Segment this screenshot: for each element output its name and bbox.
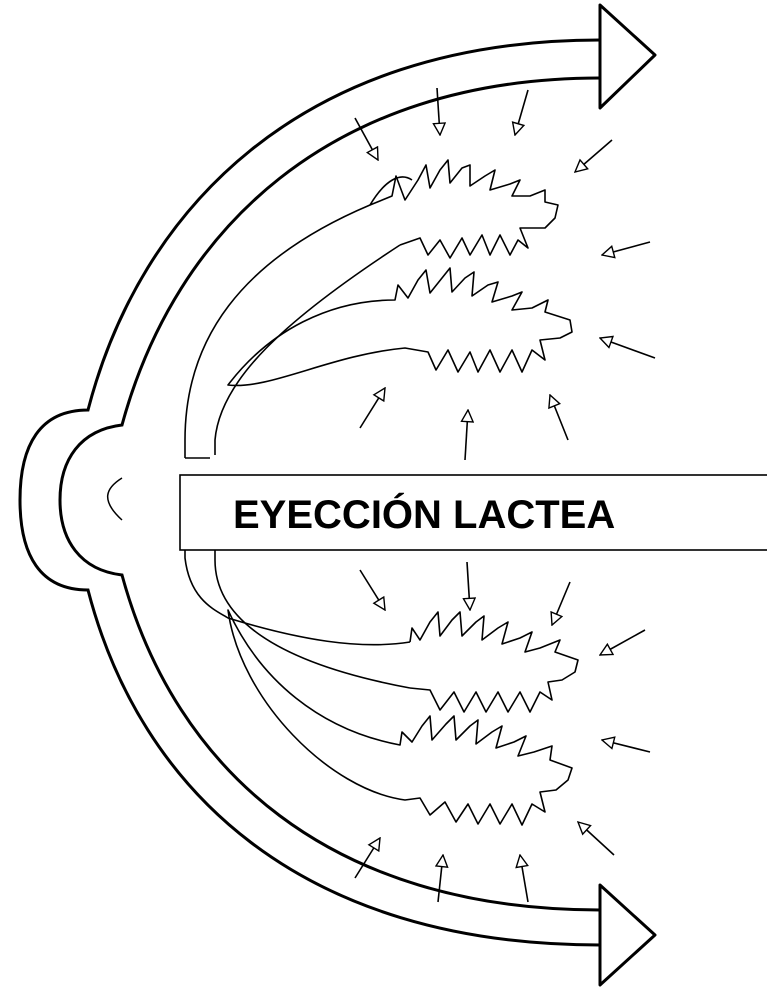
upper-branch: [215, 245, 400, 455]
pressure-arrow-icon: [360, 570, 385, 610]
lower-branch: [215, 545, 410, 688]
lower-lobule-2: [228, 610, 572, 825]
pressure-arrow-icon: [515, 90, 528, 135]
pressure-arrow-icon: [600, 338, 655, 358]
diagram-label: EYECCIÓN LACTEA: [233, 491, 615, 537]
label-box: EYECCIÓN LACTEA: [180, 475, 767, 550]
upper-ducts: [185, 160, 572, 458]
pressure-arrow-icon: [467, 562, 470, 610]
pressure-arrow-icon: [438, 855, 443, 902]
pressure-arrow-icon: [360, 388, 385, 428]
pressure-arrow-icon: [600, 630, 645, 655]
outflow-arrow-icon-bottom: [600, 885, 655, 985]
pressure-arrow-icon: [602, 740, 650, 752]
pressure-arrow-icon: [578, 822, 614, 855]
nipple-mark: [108, 478, 122, 520]
pressure-arrow-icon: [355, 838, 380, 878]
outflow-arrow-icon-top: [600, 5, 655, 108]
pressure-arrow-icon: [437, 88, 440, 135]
lower-lobule-1: [410, 612, 578, 712]
pressure-arrow-icon: [465, 410, 468, 460]
pressure-arrow-icon: [550, 395, 568, 440]
pressure-arrow-icon: [520, 855, 528, 902]
pressure-arrow-icon: [552, 582, 570, 625]
upper-lobule-1: [370, 160, 558, 258]
upper-main-duct: [185, 177, 412, 458]
lower-ducts: [185, 540, 578, 825]
upper-lobule-2: [228, 268, 572, 385]
pressure-arrow-icon: [602, 242, 650, 255]
pressure-arrow-icon: [575, 140, 612, 172]
lower-main-duct: [185, 540, 410, 645]
